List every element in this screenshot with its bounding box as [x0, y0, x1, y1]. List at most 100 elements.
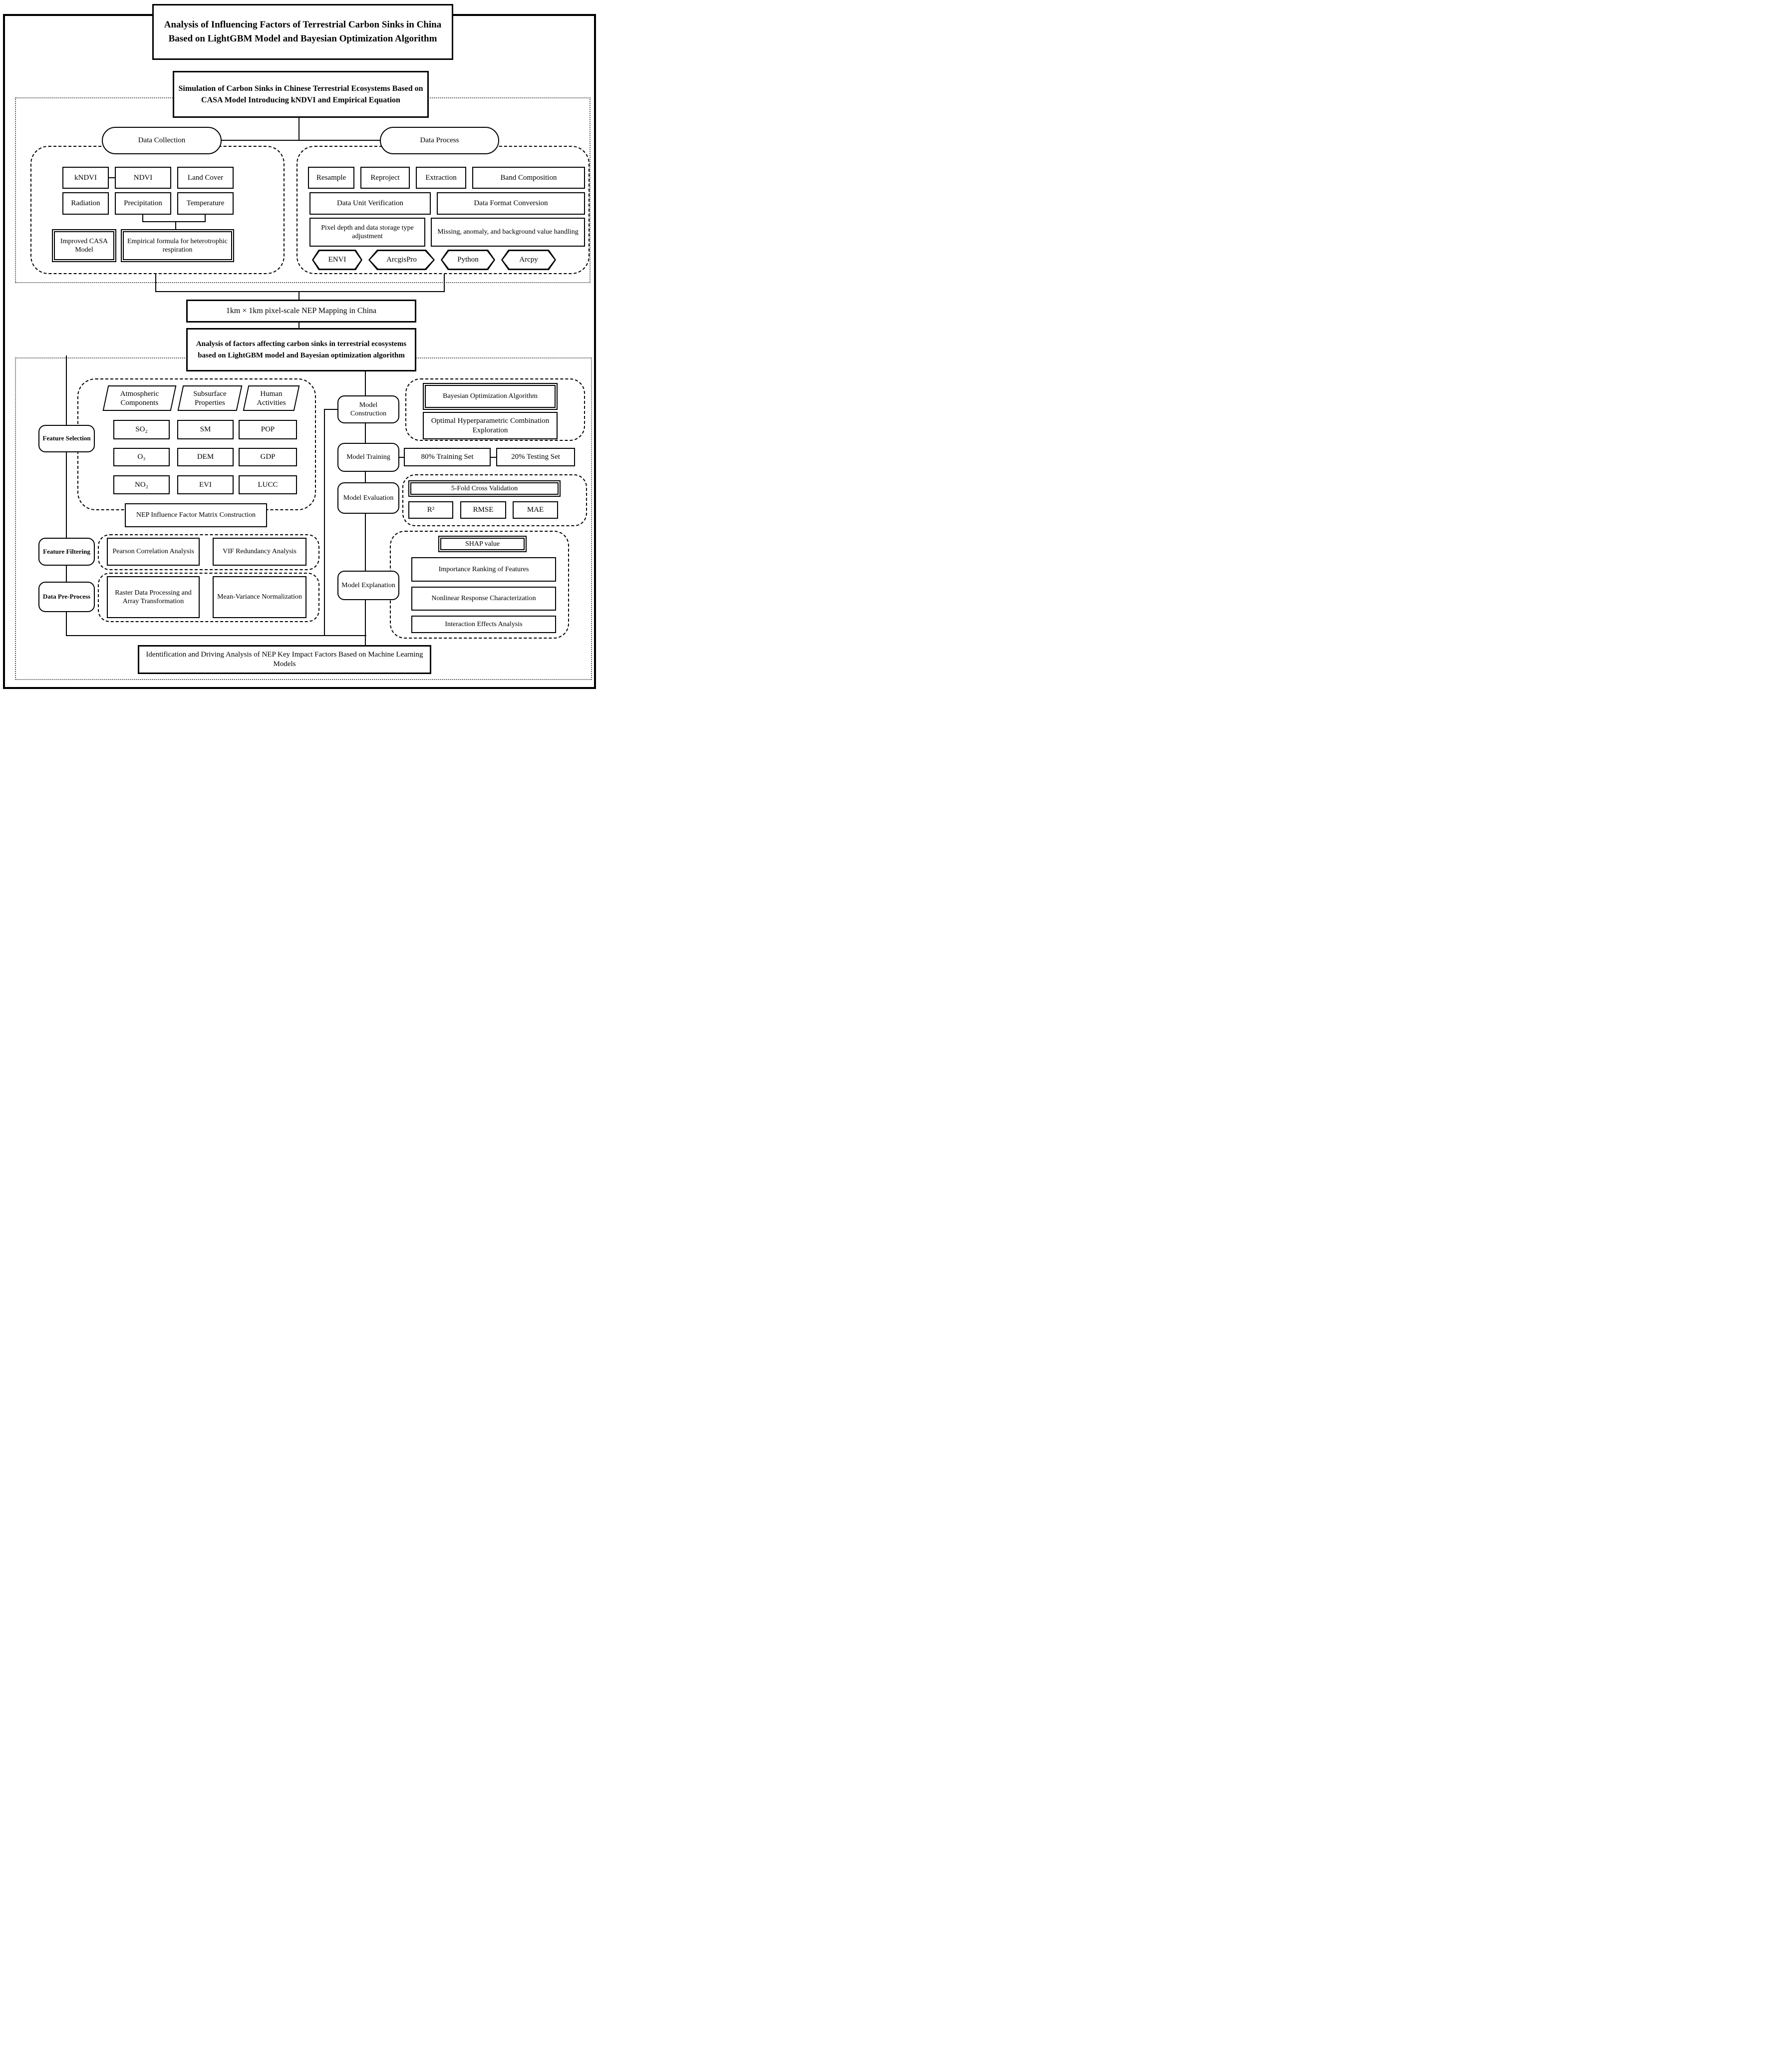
connector-line [298, 323, 299, 328]
connector-line [66, 355, 67, 425]
nep-mapping-box: 1km × 1km pixel-scale NEP Mapping in Chi… [186, 300, 416, 323]
connector-line [365, 423, 366, 443]
connector-line [365, 472, 366, 482]
factor-pop: POP [239, 420, 297, 439]
box-reproject: Reproject [360, 167, 410, 189]
connector-line [298, 291, 299, 300]
step-data-preprocess: Data Pre-Process [38, 582, 95, 612]
connector-line [365, 600, 366, 646]
category-human-activities: Human Activities [243, 385, 300, 411]
box-resample: Resample [308, 167, 354, 189]
connector-line [399, 457, 404, 458]
box-temperature: Temperature [177, 192, 234, 215]
box-mean-variance-normalization: Mean-Variance Normalization [213, 576, 306, 618]
tool-python-hexagon: Python [441, 250, 495, 270]
factor-no2: NO₂ [113, 475, 170, 494]
step-feature-filtering: Feature Filtering [38, 538, 95, 566]
step-model-construction: Model Construction [337, 395, 399, 423]
step-model-explanation: Model Explanation [337, 571, 399, 600]
box-testing-set: 20% Testing Set [496, 448, 575, 466]
factor-lucc: LUCC [239, 475, 297, 494]
category-label: Subsurface Properties [193, 389, 227, 407]
model-evaluation-group [402, 474, 587, 526]
bayesian-optimization-box: Bayesian Optimization Algorithm [423, 383, 558, 410]
connector-line [142, 215, 143, 222]
tool-envi-label: ENVI [313, 251, 361, 269]
feature-filtering-group [98, 534, 319, 570]
factor-o3: O₃ [113, 448, 170, 466]
connector-line [142, 221, 206, 222]
step-model-training: Model Training [337, 443, 399, 472]
data-collection-stadium: Data Collection [102, 127, 222, 154]
box-ndvi: NDVI [115, 167, 171, 189]
simulation-title-box: Simulation of Carbon Sinks in Chinese Te… [173, 71, 429, 118]
flowchart-canvas: Analysis of Influencing Factors of Terre… [0, 0, 597, 691]
connector-line [444, 274, 445, 292]
connector-line [66, 612, 67, 636]
tool-arcpy-label: Arcpy [503, 251, 555, 269]
box-pixel-depth-adjustment: Pixel depth and data storage type adjust… [309, 218, 425, 247]
connector-line [66, 452, 67, 538]
box-data-unit-verification: Data Unit Verification [309, 192, 431, 215]
tool-arcpy-hexagon: Arcpy [501, 250, 556, 270]
optimal-hyperparametric-box: Optimal Hyperparametric Combination Expl… [423, 412, 558, 439]
data-preprocess-group [98, 573, 319, 622]
box-extraction: Extraction [416, 167, 466, 189]
category-label: Atmospheric Components [120, 389, 159, 407]
factor-sm: SM [177, 420, 234, 439]
connector-line [155, 274, 156, 292]
step-feature-selection: Feature Selection [38, 425, 95, 452]
category-atmospheric-components: Atmospheric Components [102, 385, 177, 411]
metric-r2-box: R² [408, 501, 453, 519]
data-process-stadium: Data Process [380, 127, 499, 154]
box-missing-value-handling: Missing, anomaly, and background value h… [431, 218, 585, 247]
box-raster-processing: Raster Data Processing and Array Transfo… [107, 576, 200, 618]
box-radiation: Radiation [62, 192, 109, 215]
cross-validation-box: 5-Fold Cross Validation [408, 480, 561, 497]
box-kndvi: kNDVI [62, 167, 109, 189]
connector-line [109, 177, 115, 178]
factor-gdp: GDP [239, 448, 297, 466]
analysis-title-box: Analysis of factors affecting carbon sin… [186, 328, 416, 371]
connector-line [324, 409, 337, 410]
connector-line [155, 291, 445, 292]
category-subsurface-properties: Subsurface Properties [177, 385, 243, 411]
shap-value-label: SHAP value [440, 538, 525, 550]
factor-evi: EVI [177, 475, 234, 494]
box-training-set: 80% Training Set [404, 448, 491, 466]
connector-line [222, 140, 380, 141]
tool-arcgispro-label: ArcgisPro [370, 251, 433, 269]
connector-line [66, 635, 366, 636]
step-model-evaluation: Model Evaluation [337, 482, 399, 514]
connector-line [491, 457, 496, 458]
empirical-formula-box: Empirical formula for heterotrophic resp… [121, 229, 234, 262]
box-interaction-effects: Interaction Effects Analysis [411, 616, 556, 633]
nep-matrix-construction-box: NEP Influence Factor Matrix Construction [125, 503, 267, 527]
connector-line [365, 371, 366, 395]
box-nonlinear-response: Nonlinear Response Characterization [411, 587, 556, 611]
model-construction-group [405, 378, 585, 441]
tool-arcgispro-hexagon: ArcgisPro [368, 250, 435, 270]
identification-conclusion-box: Identification and Driving Analysis of N… [138, 645, 431, 674]
connector-line [175, 221, 176, 230]
box-vif-redundancy: VIF Redundancy Analysis [213, 538, 306, 566]
tool-envi-hexagon: ENVI [312, 250, 362, 270]
factor-so2: SO₂ [113, 420, 170, 439]
metric-rmse-box: RMSE [460, 501, 506, 519]
metric-mae-box: MAE [513, 501, 558, 519]
main-title-box: Analysis of Influencing Factors of Terre… [152, 4, 453, 60]
connector-line [324, 409, 325, 636]
box-importance-ranking: Importance Ranking of Features [411, 557, 556, 582]
box-pearson-correlation: Pearson Correlation Analysis [107, 538, 200, 566]
connector-line [365, 514, 366, 571]
category-label: Human Activities [257, 389, 286, 407]
bayesian-optimization-label: Bayesian Optimization Algorithm [425, 385, 556, 408]
improved-casa-model-label: Improved CASA Model [54, 231, 114, 260]
factor-dem: DEM [177, 448, 234, 466]
tool-python-label: Python [442, 251, 494, 269]
connector-line [66, 566, 67, 582]
empirical-formula-label: Empirical formula for heterotrophic resp… [123, 231, 232, 260]
connector-line [298, 118, 299, 141]
connector-line [205, 215, 206, 222]
box-land-cover: Land Cover [177, 167, 234, 189]
